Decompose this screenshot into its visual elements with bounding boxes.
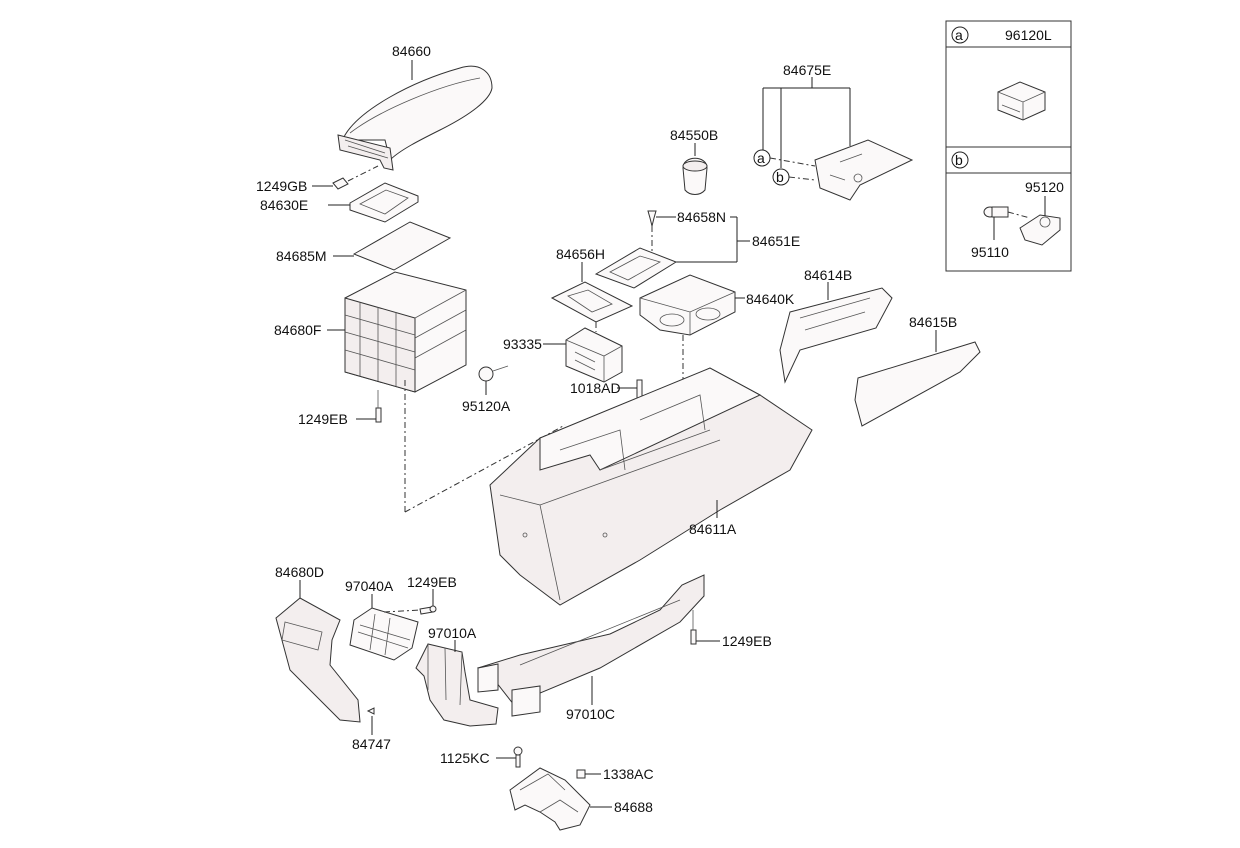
callout-b-marker: b (772, 168, 790, 186)
label-95120A: 95120A (462, 398, 511, 414)
bulb-95110-part[interactable] (983, 206, 1009, 218)
label-84660: 84660 (392, 43, 431, 59)
vent-97040A-part[interactable] (349, 607, 419, 661)
label-84611A: 84611A (689, 521, 737, 537)
shift-indicator-plate-part[interactable] (594, 247, 678, 289)
bezel-84656H-part[interactable] (550, 281, 634, 323)
label-84680D: 84680D (275, 564, 324, 580)
callout-a-marker: a (753, 149, 771, 167)
side-trim-84615B-part[interactable] (854, 341, 981, 427)
legend-marker-b: b (951, 151, 969, 169)
clip-84658N-part[interactable] (647, 210, 657, 227)
bolt-1125KC-part[interactable] (513, 746, 523, 768)
duct-97010A-part[interactable] (415, 643, 499, 727)
nut-1338AC-part[interactable] (576, 769, 586, 779)
label-84658N: 84658N (677, 209, 726, 225)
label-1249EB-b: 1249EB (407, 574, 457, 590)
label-84615B: 84615B (909, 314, 957, 330)
svg-text:a: a (955, 27, 963, 43)
label-97010A: 97010A (428, 625, 477, 641)
bracket-84688-part[interactable] (509, 767, 591, 831)
legend-part-96120L: 96120L (1005, 27, 1052, 43)
label-84630E: 84630E (260, 197, 308, 213)
label-84614B: 84614B (804, 267, 852, 283)
side-trim-84614B-part[interactable] (779, 287, 893, 384)
cup-holder-84640K-part[interactable] (639, 274, 736, 336)
switch-assy-93335-part[interactable] (565, 327, 623, 383)
label-84680F: 84680F (274, 322, 321, 338)
label-93335: 93335 (503, 336, 542, 352)
mat-84685M-part[interactable] (352, 221, 452, 271)
lamp-95120-part[interactable] (1019, 214, 1061, 246)
label-84651E: 84651E (752, 233, 800, 249)
clip-84747-part[interactable] (366, 707, 375, 715)
svg-text:a: a (757, 150, 765, 166)
connector-96120L-part[interactable] (997, 81, 1046, 121)
storage-box-84680F-part[interactable] (344, 271, 467, 393)
legend-part-95110: 95110 (971, 244, 1009, 260)
console-body-84611A-part[interactable] (489, 367, 813, 606)
svg-text:b: b (955, 152, 963, 168)
panel-84675E-part[interactable] (814, 139, 914, 201)
label-84688: 84688 (614, 799, 653, 815)
screw-1249EB-c-part[interactable] (690, 610, 697, 645)
label-1249EB-c: 1249EB (722, 633, 772, 649)
svg-text:b: b (776, 169, 784, 185)
label-84747: 84747 (352, 736, 391, 752)
screw-1249GB-part[interactable] (332, 177, 349, 190)
label-84550B: 84550B (670, 127, 718, 143)
tray-84630E-part[interactable] (349, 182, 419, 223)
label-84675E: 84675E (783, 62, 831, 78)
label-1338AC: 1338AC (603, 766, 654, 782)
duct-97010C-part[interactable] (476, 574, 705, 717)
legend-part-95120: 95120 (1025, 179, 1064, 195)
label-1018AD: 1018AD (570, 380, 621, 396)
legend-marker-a: a (951, 26, 969, 44)
screw-1018AD-part[interactable] (636, 379, 643, 399)
screw-1249EB-a-part[interactable] (375, 390, 382, 423)
label-84656H: 84656H (556, 246, 605, 262)
screw-1249EB-b-part[interactable] (419, 605, 437, 615)
label-84685M: 84685M (276, 248, 327, 264)
socket-95120A-part[interactable] (478, 365, 509, 382)
armrest-lid-part[interactable] (337, 65, 493, 171)
label-97040A: 97040A (345, 578, 394, 594)
shift-knob-84550B-part[interactable] (682, 157, 708, 195)
label-1249GB: 1249GB (256, 178, 307, 194)
label-97010C: 97010C (566, 706, 615, 722)
label-84640K: 84640K (746, 291, 795, 307)
rear-cover-84680D-part[interactable] (275, 597, 361, 723)
label-1125KC: 1125KC (440, 750, 490, 766)
label-1249EB-a: 1249EB (298, 411, 348, 427)
